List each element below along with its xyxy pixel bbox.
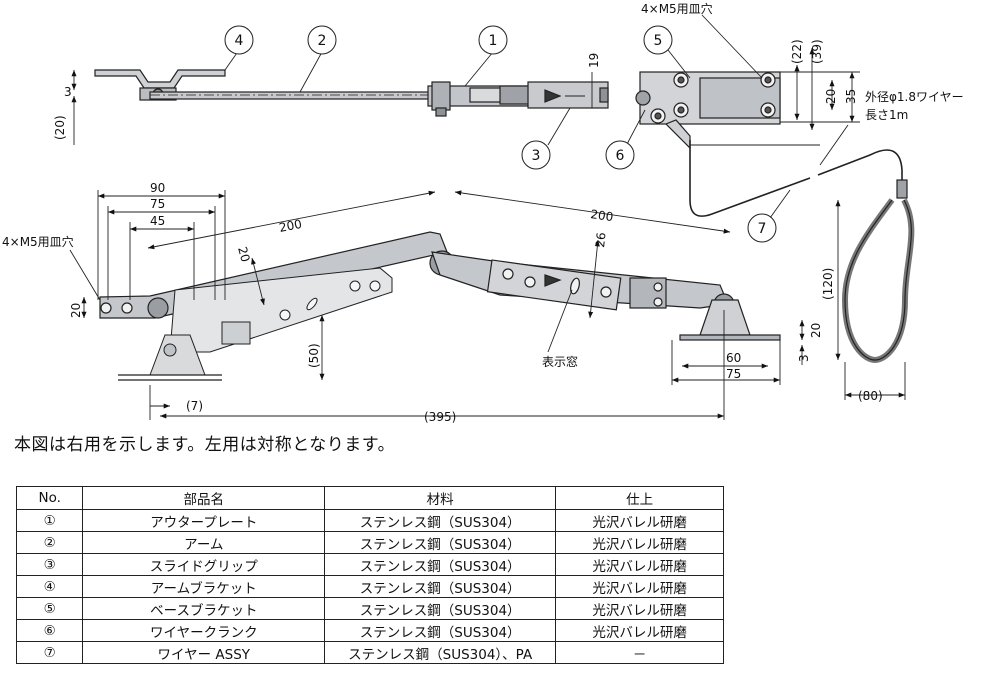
cell-material: ステンレス鋼（SUS304）: [324, 575, 557, 598]
callouts: [224, 25, 777, 243]
cell-part-name: アームブラケット: [82, 575, 326, 598]
parts-table-header: No. 部品名 材料 仕上: [15, 486, 724, 510]
table-row: ⑥ ワイヤークランク ステンレス鋼（SUS304） 光沢バレル研磨: [15, 619, 724, 642]
dim-75-bottom: 75: [726, 367, 741, 381]
cell-material: ステンレス鋼（SUS304）: [324, 531, 557, 554]
cell-part-name: ワイヤー ASSY: [82, 641, 326, 664]
wire-loop: [841, 198, 915, 364]
callout-7: 7: [758, 221, 767, 237]
top-view: [94, 69, 908, 217]
side-view: [99, 231, 781, 381]
table-row: ⑦ ワイヤー ASSY ステンレス鋼（SUS304）、PA －: [15, 641, 724, 664]
cell-part-name: ベースブラケット: [82, 597, 326, 620]
dim-3-base: 3: [797, 354, 811, 362]
cell-no: ①: [15, 509, 84, 532]
dim-75-top: 75: [150, 197, 165, 211]
header-material: 材料: [324, 486, 557, 510]
callout-4: 4: [235, 33, 244, 49]
cell-no: ④: [15, 575, 84, 598]
cell-no: ③: [15, 553, 84, 576]
table-row: ② アーム ステンレス鋼（SUS304） 光沢バレル研磨: [15, 531, 724, 554]
cell-finish: －: [555, 641, 724, 664]
dimension-lines: [69, 14, 906, 420]
dim-45: 45: [150, 214, 165, 228]
technical-drawing: 4 2 1 3 5 6 7 4×M5用皿穴 4×M5用皿穴 外径φ1.8ワイヤー…: [2, 1, 964, 424]
dim-50: (50): [307, 343, 321, 368]
callout-2: 2: [318, 33, 327, 49]
dim-395: (395): [424, 410, 456, 424]
dim-3-top: 3: [64, 85, 72, 99]
cell-material: ステンレス鋼（SUS304）、PA: [324, 641, 557, 664]
cell-material: ステンレス鋼（SUS304）: [324, 619, 557, 642]
dim-26: 26: [593, 232, 609, 249]
dim-20-slant: 20: [235, 245, 252, 263]
dim-90: 90: [150, 181, 165, 195]
cell-no: ⑤: [15, 597, 84, 620]
table-row: ⑤ ベースブラケット ステンレス鋼（SUS304） 光沢バレル研磨: [15, 597, 724, 620]
header-finish: 仕上: [555, 486, 724, 510]
dim-19: 19: [587, 53, 601, 68]
header-no: No.: [15, 486, 84, 510]
cell-part-name: ワイヤークランク: [82, 619, 326, 642]
dim-60: 60: [726, 351, 741, 365]
window-label: 表示窓: [542, 354, 578, 369]
table-row: ③ スライドグリップ ステンレス鋼（SUS304） 光沢バレル研磨: [15, 553, 724, 576]
cell-no: ⑦: [15, 641, 84, 664]
cell-no: ⑥: [15, 619, 84, 642]
dim-20-left: (20): [53, 115, 67, 140]
dim-22: (22): [790, 39, 804, 64]
table-row: ④ アームブラケット ステンレス鋼（SUS304） 光沢バレル研磨: [15, 575, 724, 598]
callout-5: 5: [654, 33, 663, 49]
dim-20-right: 20: [824, 89, 838, 104]
wire-label-1: 外径φ1.8ワイヤー: [865, 90, 964, 104]
dim-20-side: 20: [69, 303, 83, 318]
cell-finish: 光沢バレル研磨: [555, 509, 724, 532]
callout-3: 3: [532, 148, 541, 164]
mirror-note: 本図は右用を示します。左用は対称となります。: [14, 435, 396, 455]
cell-finish: 光沢バレル研磨: [555, 531, 724, 554]
dim-120: (120): [821, 268, 835, 300]
cell-part-name: アウタープレート: [82, 509, 326, 532]
cell-material: ステンレス鋼（SUS304）: [324, 553, 557, 576]
hole-label-top: 4×M5用皿穴: [641, 1, 713, 16]
dim-39: (39): [810, 39, 824, 64]
dim-80: (80): [858, 389, 883, 403]
header-part-name: 部品名: [82, 486, 326, 510]
cell-part-name: アーム: [82, 531, 326, 554]
cell-material: ステンレス鋼（SUS304）: [324, 509, 557, 532]
table-row: ① アウタープレート ステンレス鋼（SUS304） 光沢バレル研磨: [15, 509, 724, 532]
cell-part-name: スライドグリップ: [82, 553, 326, 576]
dim-35: 35: [844, 89, 858, 104]
cell-no: ②: [15, 531, 84, 554]
wire-label-2: 長さ1m: [865, 108, 908, 122]
dim-200-right: 200: [590, 207, 615, 224]
cell-finish: 光沢バレル研磨: [555, 619, 724, 642]
parts-table: No. 部品名 材料 仕上 ① アウタープレート ステンレス鋼（SUS304） …: [15, 486, 724, 664]
dim-200-left: 200: [278, 217, 303, 235]
hole-label-left: 4×M5用皿穴: [2, 234, 74, 249]
callout-1: 1: [489, 33, 498, 49]
cell-material: ステンレス鋼（SUS304）: [324, 597, 557, 620]
cell-finish: 光沢バレル研磨: [555, 553, 724, 576]
cell-finish: 光沢バレル研磨: [555, 575, 724, 598]
cell-finish: 光沢バレル研磨: [555, 597, 724, 620]
dim-7: (7): [186, 399, 203, 413]
callout-6: 6: [616, 148, 625, 164]
dim-20-base: 20: [809, 323, 823, 338]
